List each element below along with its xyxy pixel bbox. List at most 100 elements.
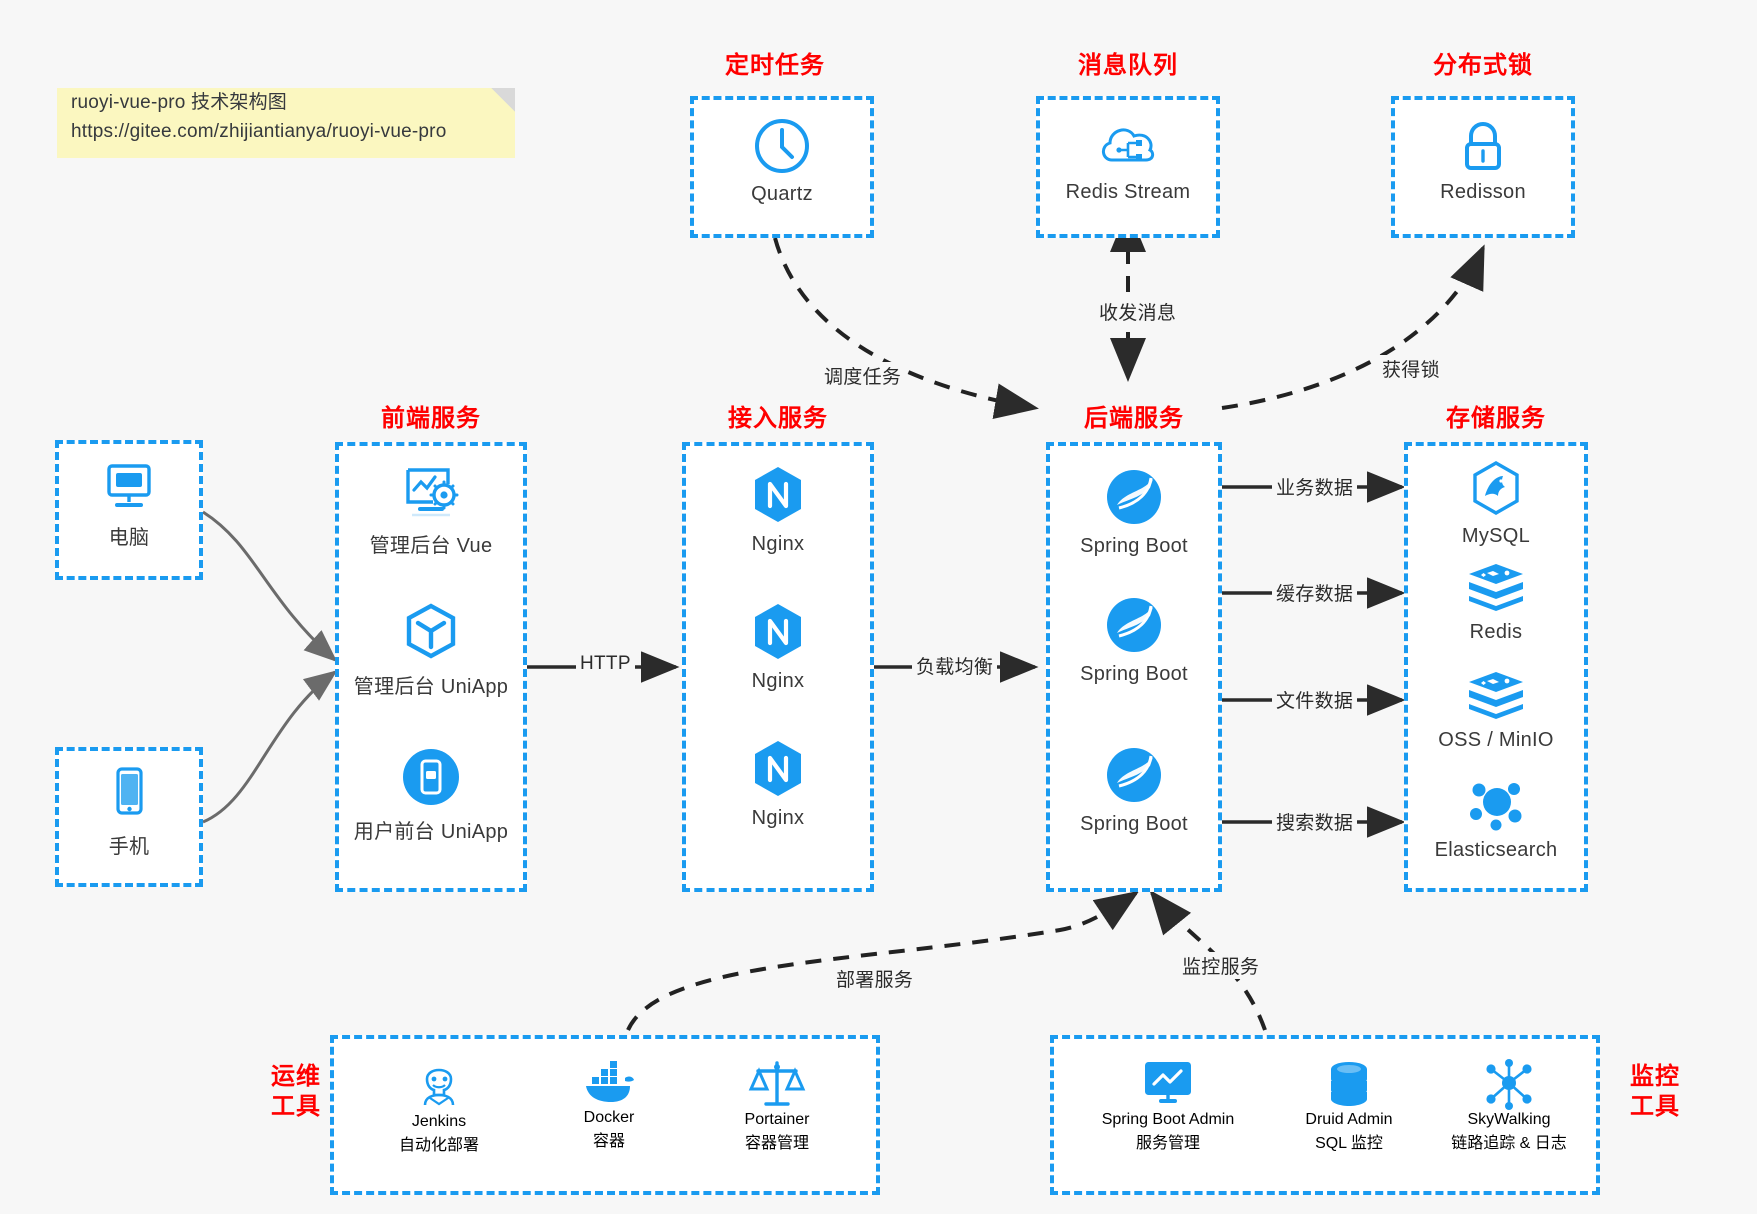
node-label: Druid Admin — [1305, 1111, 1393, 1128]
group-title-gateway: 接入服务 — [728, 405, 828, 432]
group-title-scheduler: 定时任务 — [725, 52, 825, 79]
node-label: Spring Boot — [1080, 535, 1188, 557]
group-title-devops-line2: 工具 — [271, 1093, 321, 1120]
node-label: Redisson — [1440, 181, 1526, 203]
node-label: Docker — [583, 1109, 635, 1126]
node-redis[interactable]: Redis — [1408, 560, 1584, 644]
clock-icon — [755, 119, 809, 173]
edge-label-http: HTTP — [576, 653, 635, 675]
note-fold-corner — [491, 88, 515, 112]
monitor-chart-icon — [1145, 1062, 1191, 1103]
node-skywalking[interactable]: SkyWalking 链路追踪 & 日志 — [1414, 1057, 1604, 1153]
node-label: Jenkins — [411, 1113, 467, 1130]
node-sublabel: SQL 监控 — [1315, 1135, 1383, 1152]
group-title-frontend: 前端服务 — [381, 405, 481, 432]
node-sublabel: 容器 — [592, 1133, 625, 1150]
node-admin-uniapp[interactable]: 管理后台 UniApp — [339, 601, 523, 699]
node-sublabel: 自动化部署 — [398, 1137, 479, 1154]
edge-label-monitor-service: 监控服务 — [1178, 952, 1264, 979]
node-nginx-2[interactable]: Nginx — [686, 601, 870, 693]
node-portainer[interactable]: Portainer 容器管理 — [692, 1057, 862, 1153]
group-box-mq: Redis Stream — [1036, 96, 1220, 238]
node-spring-boot-1[interactable]: Spring Boot — [1050, 466, 1218, 558]
node-spring-boot-2[interactable]: Spring Boot — [1050, 594, 1218, 686]
node-label: 手机 — [108, 836, 150, 858]
node-label: Nginx — [751, 670, 805, 692]
group-title-backend: 后端服务 — [1084, 405, 1184, 432]
note-title-line: ruoyi-vue-pro 技术架构图 — [71, 92, 288, 113]
group-title-monitor-line2: 工具 — [1630, 1093, 1680, 1120]
group-box-devops: Jenkins 自动化部署 Docker 容器 — [330, 1035, 880, 1195]
group-box-lock: Redisson — [1391, 96, 1575, 238]
node-quartz[interactable]: Quartz — [694, 116, 870, 206]
node-label: 电脑 — [108, 527, 150, 549]
node-label: 管理后台 UniApp — [353, 676, 509, 698]
edge-label-acquire-lock: 获得锁 — [1378, 355, 1444, 382]
node-label: Spring Boot Admin — [1101, 1111, 1235, 1128]
node-label: Elasticsearch — [1434, 839, 1558, 861]
node-user-uniapp[interactable]: 用户前台 UniApp — [339, 746, 523, 844]
node-mysql[interactable]: MySQL — [1408, 460, 1584, 548]
node-elasticsearch[interactable]: Elasticsearch — [1408, 776, 1584, 862]
node-spring-boot-admin[interactable]: Spring Boot Admin 服务管理 — [1068, 1057, 1268, 1153]
database-stack-icon — [1331, 1062, 1367, 1106]
edge-label-search-data: 搜索数据 — [1272, 808, 1358, 835]
client-box-desktop[interactable]: 电脑 — [55, 440, 203, 580]
node-sublabel: 链路追踪 & 日志 — [1451, 1135, 1567, 1152]
node-admin-vue[interactable]: 管理后台 Vue — [339, 464, 523, 558]
elasticsearch-icon — [1470, 783, 1522, 831]
node-desktop[interactable]: 电脑 — [59, 460, 199, 550]
group-title-storage: 存储服务 — [1446, 405, 1546, 432]
jenkins-icon — [423, 1068, 455, 1106]
note-card: ruoyi-vue-pro 技术架构图 https://gitee.com/zh… — [57, 88, 515, 158]
cloud-stream-icon — [1102, 128, 1155, 162]
spring-boot-icon — [1107, 470, 1161, 524]
node-label: SkyWalking — [1467, 1111, 1551, 1128]
node-nginx-3[interactable]: Nginx — [686, 738, 870, 830]
group-box-frontend: 管理后台 Vue 管理后台 UniApp 用户前台 UniApp — [335, 442, 527, 892]
node-redisson[interactable]: Redisson — [1395, 116, 1571, 204]
node-mobile[interactable]: 手机 — [59, 765, 199, 859]
edge-label-deploy-service: 部署服务 — [832, 965, 918, 992]
group-title-lock: 分布式锁 — [1433, 52, 1533, 79]
edge-label-schedule-task: 调度任务 — [820, 362, 906, 389]
group-title-devops-line1: 运维 — [271, 1063, 321, 1090]
node-label: Nginx — [751, 533, 805, 555]
node-jenkins[interactable]: Jenkins 自动化部署 — [354, 1057, 524, 1155]
docker-icon — [586, 1061, 634, 1102]
node-spring-boot-3[interactable]: Spring Boot — [1050, 744, 1218, 836]
client-box-mobile[interactable]: 手机 — [55, 747, 203, 887]
portainer-scales-icon — [748, 1061, 806, 1106]
node-label: Redis — [1469, 621, 1523, 643]
node-sublabel: 容器管理 — [744, 1135, 809, 1152]
hexagon-cube-icon — [406, 603, 456, 659]
node-nginx-1[interactable]: Nginx — [686, 464, 870, 556]
node-label: OSS / MinIO — [1438, 729, 1554, 751]
group-box-gateway: Nginx Nginx Nginx — [682, 442, 874, 892]
group-box-monitor: Spring Boot Admin 服务管理 Druid Admin SQL 监… — [1050, 1035, 1600, 1195]
note-url-line: https://gitee.com/zhijiantianya/ruoyi-vu… — [71, 121, 447, 143]
node-label: Spring Boot — [1080, 813, 1188, 835]
node-redis-stream[interactable]: Redis Stream — [1040, 116, 1216, 204]
desktop-computer-icon — [107, 464, 151, 507]
edge-label-send-receive-message: 收发消息 — [1095, 298, 1181, 325]
node-label: Redis Stream — [1065, 181, 1191, 203]
edge-label-file-data: 文件数据 — [1272, 686, 1358, 713]
node-label: Nginx — [751, 807, 805, 829]
group-box-storage: MySQL Redis OSS / MinIO — [1404, 442, 1588, 892]
mobile-phone-icon — [116, 767, 143, 815]
spring-boot-icon — [1107, 598, 1161, 652]
node-docker[interactable]: Docker 容器 — [524, 1057, 694, 1151]
padlock-icon — [1465, 122, 1501, 170]
node-druid-admin[interactable]: Druid Admin SQL 监控 — [1254, 1057, 1444, 1153]
node-label: 用户前台 UniApp — [353, 821, 509, 843]
mobile-app-icon — [403, 749, 459, 805]
dashboard-gear-icon — [406, 468, 459, 517]
group-box-backend: Spring Boot Spring Boot Spring Boot — [1046, 442, 1222, 892]
node-label: Quartz — [751, 183, 813, 205]
group-title-monitor: 监控 工具 — [1615, 1062, 1695, 1122]
node-label: Portainer — [744, 1111, 810, 1128]
node-oss-minio[interactable]: OSS / MinIO — [1408, 668, 1584, 752]
edge-label-cache-data: 缓存数据 — [1272, 579, 1358, 606]
